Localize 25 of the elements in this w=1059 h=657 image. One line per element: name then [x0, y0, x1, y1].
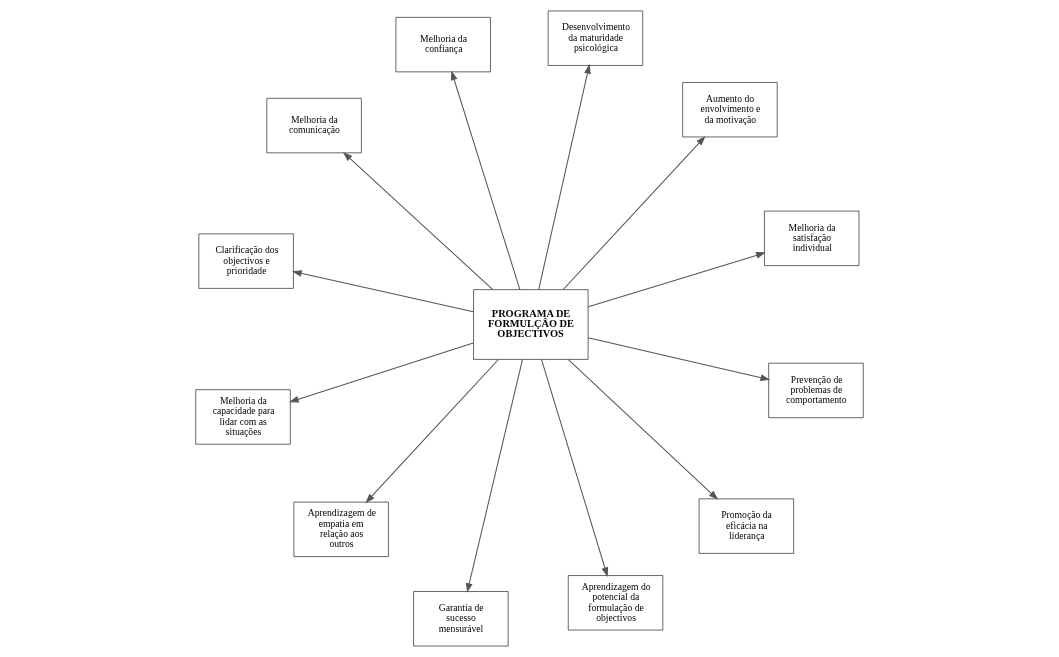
node-box: Prevenção de problemas de comportamento: [768, 362, 864, 419]
arrow: [342, 152, 494, 291]
node-box: Melhoria da capacidade para lidar com as situações: [195, 389, 291, 445]
arrow: [289, 342, 474, 403]
node-box: Aprendizagem de empatia em relação aos outros: [293, 501, 389, 557]
node-box: PROGRAMA DE FORMULÇÂO DE OBJECTIVOS: [473, 289, 589, 360]
arrow: [538, 63, 591, 290]
node-box: Promoção da eficácia na liderança: [698, 498, 794, 554]
node-box: Melhoria da satisfação individual: [764, 210, 860, 266]
arrow: [365, 358, 499, 504]
node-box: Aumento do envolvimento e da motivação: [682, 82, 778, 138]
node-box: Clarificação dos objectivos e prioridade: [198, 233, 294, 289]
arrow: [540, 358, 609, 577]
node-box: Garantia de sucesso mensurável: [413, 591, 509, 647]
arrow: [567, 358, 719, 500]
arrow: [465, 358, 524, 593]
arrow: [291, 270, 474, 313]
arrow: [587, 337, 771, 381]
node-box: Melhoria da confiança: [395, 17, 491, 73]
arrow: [587, 252, 766, 308]
node-box: Melhoria da comunicação: [266, 97, 362, 154]
arrow: [450, 70, 521, 291]
node-box: Aprendizagem do potencial da formulação de objectivos: [567, 575, 664, 631]
arrow: [562, 136, 706, 291]
node-box: Desenvolvimento da maturidade psicológica: [547, 10, 644, 66]
